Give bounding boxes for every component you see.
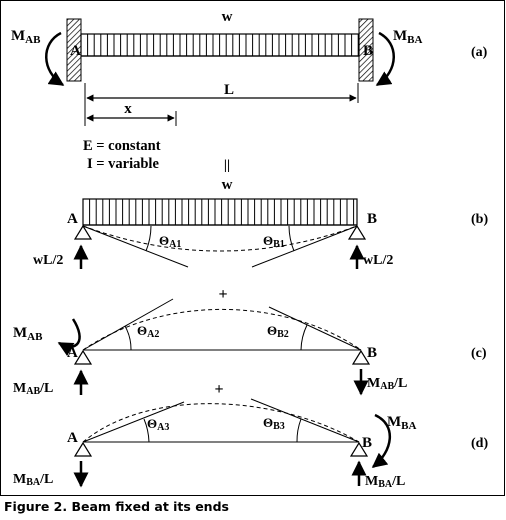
moment-arrow-c — [57, 318, 81, 357]
angle-arc-a1 — [145, 225, 152, 252]
load-block-outline — [82, 198, 358, 226]
figure-caption: Figure 2. Beam fixed at its ends — [4, 499, 229, 514]
theta-b1: ΘB1 — [263, 233, 285, 250]
reaction-label-b-b: wL/2 — [363, 253, 393, 268]
node-b-label-b: B — [367, 211, 377, 227]
theta-b2: ΘB2 — [267, 323, 289, 340]
angle-arc-b1 — [288, 225, 295, 252]
distributed-load-b — [82, 198, 358, 226]
pin-support-b-d — [349, 441, 369, 457]
angle-arc-b3 — [296, 418, 302, 443]
x-label: x — [124, 101, 132, 117]
beam-diagram: w MAB MBA A B (a) L x E = constant I = v… — [11, 9, 488, 490]
distributed-load-a — [80, 33, 360, 57]
moment-arrow-d — [371, 413, 392, 468]
node-a-label-b: A — [67, 211, 78, 227]
moment-label-ba: MBA — [393, 28, 423, 46]
panel-d: ΘA3 ΘB3 MBA MBA/L MBA/L A B (d) — [13, 398, 488, 490]
node-a-label-c: A — [67, 345, 78, 361]
node-a-label: A — [70, 43, 81, 59]
reaction-label-a-b: wL/2 — [33, 253, 63, 268]
panel-a: w MAB MBA A B (a) L x E = constant I = v… — [11, 9, 488, 173]
panel-tag-a: (a) — [471, 45, 488, 60]
slope-line-b2 — [268, 306, 362, 351]
angle-arc-b2 — [300, 324, 308, 351]
moment-label-d: MBA — [387, 414, 417, 432]
theta-a2: ΘA2 — [137, 323, 159, 340]
pin-support-a-d — [73, 441, 93, 457]
pin-support-a-c — [73, 349, 93, 365]
reaction-label-a-d: MBA/L — [13, 472, 53, 488]
panel-tag-d: (d) — [471, 436, 488, 451]
figure-frame: w MAB MBA A B (a) L x E = constant I = v… — [0, 0, 505, 496]
load-label-a: w — [222, 9, 233, 25]
load-label-b: w — [222, 177, 233, 193]
moment-arrow-ab — [45, 31, 65, 87]
pin-support-a-b — [73, 224, 93, 240]
slope-line-a2 — [82, 298, 174, 351]
slope-line-b1 — [251, 225, 358, 268]
plus-sign-1: + — [218, 286, 227, 303]
plus-sign-2: + — [214, 381, 223, 398]
deflected-shape-b — [82, 225, 358, 252]
angle-arc-a2 — [124, 325, 132, 351]
equals-mark: || — [224, 158, 230, 173]
panel-tag-c: (c) — [471, 346, 487, 361]
slope-line-b3 — [250, 398, 360, 443]
theta-a1: ΘA1 — [159, 233, 181, 250]
slope-line-a1 — [82, 225, 189, 268]
moment-arrow-ba — [375, 31, 395, 87]
reaction-label-b-d: MBA/L — [365, 474, 405, 490]
panel-c: ΘA2 ΘB2 MAB MAB/L MAB/L A B (c) + — [13, 298, 487, 398]
pin-support-b-c — [351, 349, 371, 365]
slope-line-a3 — [82, 401, 185, 443]
node-b-label-c: B — [367, 345, 377, 361]
theta-a3: ΘA3 — [147, 416, 169, 433]
span-label: L — [224, 82, 234, 98]
node-a-label-d: A — [67, 430, 78, 446]
reaction-label-b-c: MAB/L — [367, 376, 407, 392]
property-e: E = constant — [83, 138, 161, 154]
moment-label-c: MAB — [13, 325, 43, 343]
panel-b: w ΘA1 ΘB1 wL/2 wL/2 A B (b) + — [33, 177, 488, 303]
reaction-label-a-c: MAB/L — [13, 381, 53, 397]
deflected-shape-c — [82, 309, 362, 351]
property-i: I = variable — [87, 156, 159, 172]
theta-b3: ΘB3 — [263, 415, 285, 432]
node-b-label: B — [363, 43, 373, 59]
angle-arc-a3 — [143, 418, 150, 443]
panel-tag-b: (b) — [471, 212, 488, 227]
moment-label-ab: MAB — [11, 28, 41, 46]
pin-support-b-b — [347, 224, 367, 240]
deflected-shape-d — [82, 403, 360, 443]
node-b-label-d: B — [362, 435, 372, 451]
